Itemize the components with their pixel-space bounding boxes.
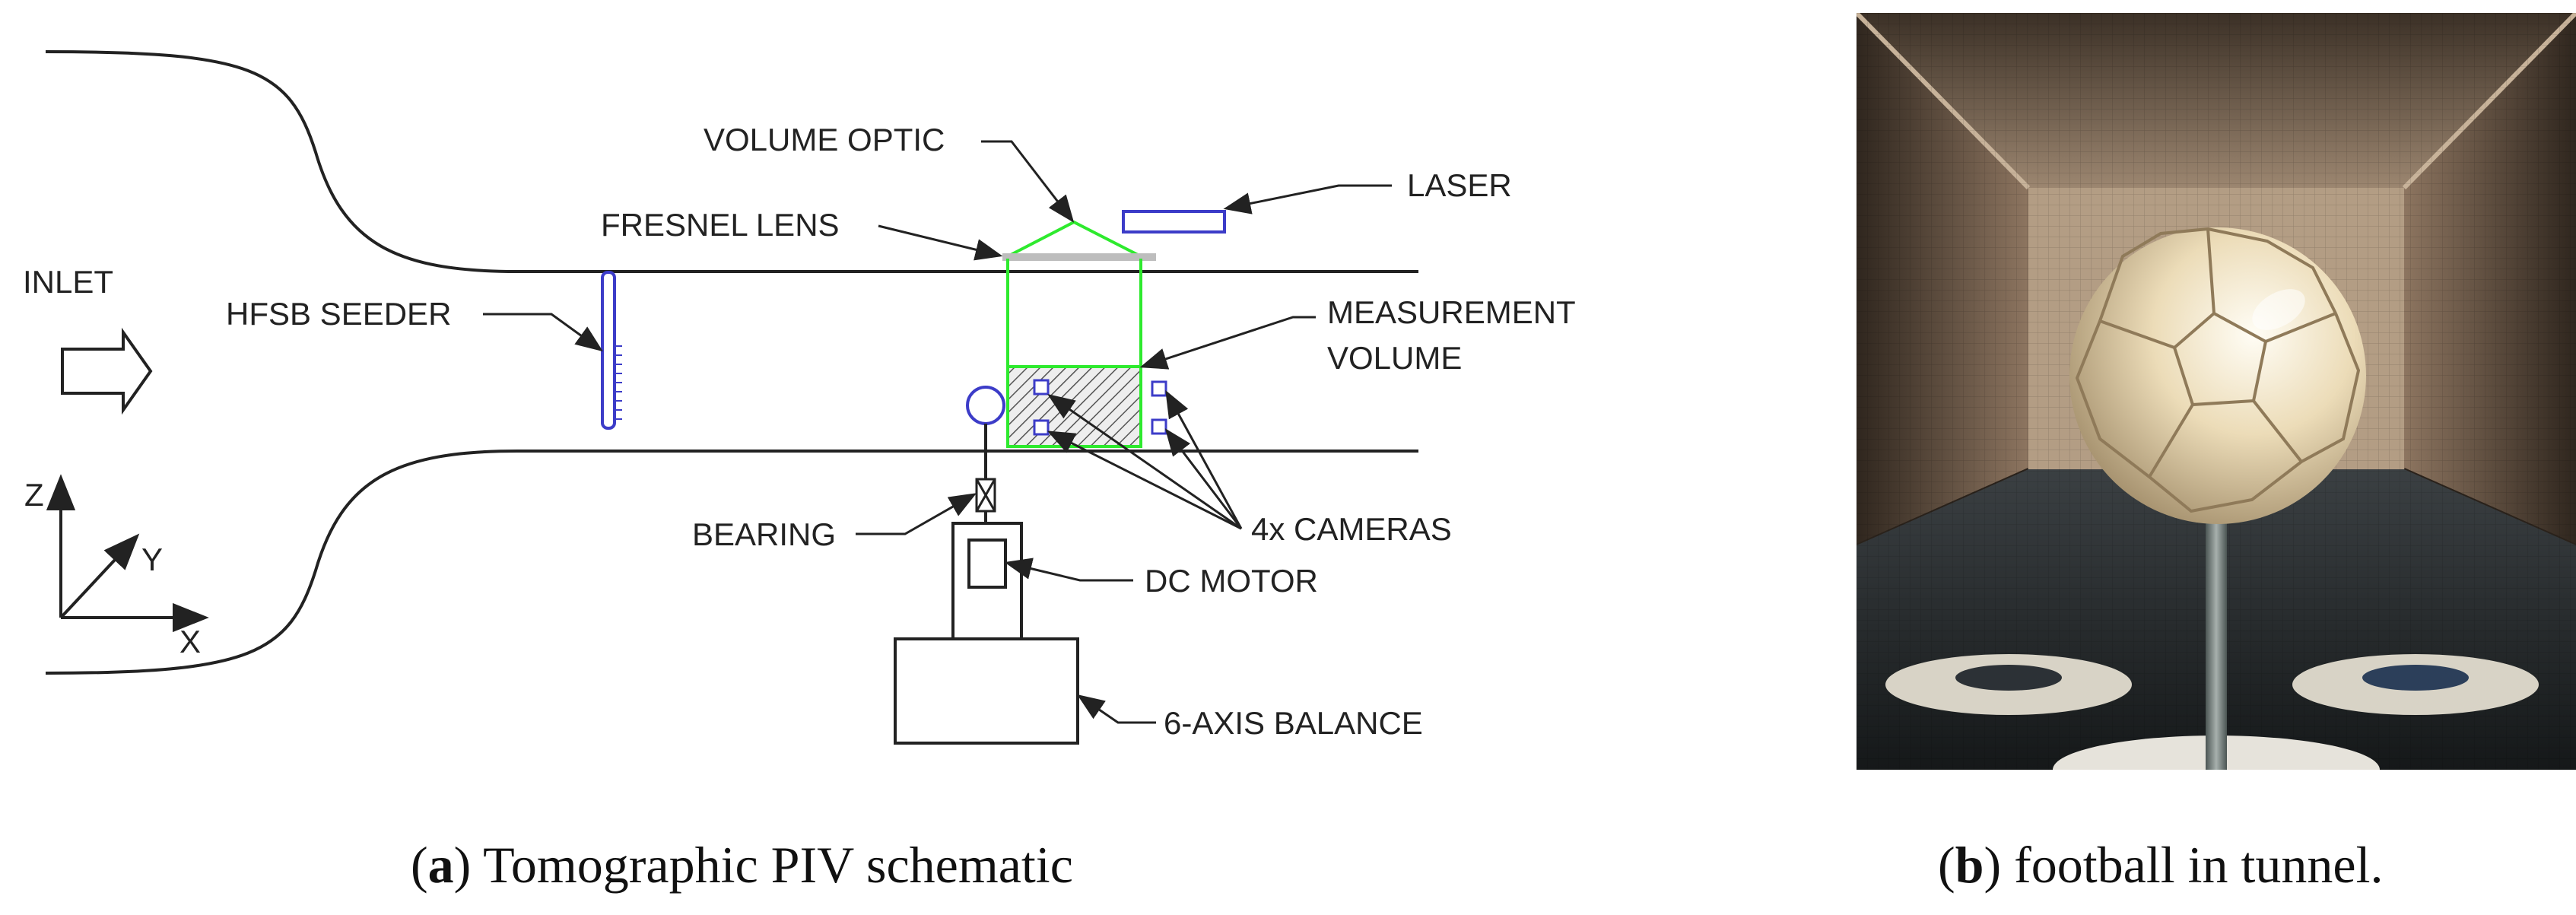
volume-optic-label: VOLUME OPTIC — [704, 122, 945, 157]
hfsb-seeder — [601, 271, 616, 430]
seeder-nozzles-icon — [615, 345, 622, 420]
axis-x-label: X — [179, 624, 201, 659]
axis-y-label: Y — [141, 542, 163, 577]
dc-motor-label: DC MOTOR — [1145, 563, 1318, 599]
laser-icon — [1122, 210, 1226, 234]
sting-pole — [2206, 511, 2227, 770]
laser-leader — [1223, 184, 1392, 214]
measurement-label-1: MEASUREMENT — [1327, 294, 1576, 330]
caption-a-letter: a — [427, 836, 454, 894]
fresnel-lens-label: FRESNEL LENS — [601, 207, 840, 243]
piv-schematic: INLET HFSB SEEDER VOLUME OP — [23, 50, 1576, 745]
bearing-label: BEARING — [692, 516, 836, 552]
measurement-leader — [1139, 316, 1316, 370]
football-icon — [2069, 227, 2366, 524]
ball-icon — [966, 386, 1005, 425]
balance-label: 6-AXIS BALANCE — [1164, 705, 1423, 741]
football-tunnel-photo — [1857, 13, 2576, 770]
measurement-label-2: VOLUME — [1327, 340, 1462, 376]
caption-b-text: football in tunnel. — [2014, 836, 2384, 894]
volume-optic-leader — [981, 140, 1075, 223]
cameras-leaders — [1047, 389, 1243, 530]
hfsb-leader — [483, 313, 603, 352]
laser-label: LASER — [1407, 167, 1512, 203]
camera-icon — [1033, 379, 1050, 396]
inlet-label: INLET — [23, 264, 113, 300]
fresnel-leader — [878, 224, 1003, 261]
hfsb-seeder-label: HFSB SEEDER — [226, 296, 451, 332]
caption-a-text: Tomographic PIV schematic — [483, 836, 1073, 894]
bearing-leader — [856, 493, 977, 535]
axis-z-label: Z — [24, 477, 44, 513]
caption-b: (b) football in tunnel. — [1938, 836, 2384, 894]
coordinate-axes-icon — [46, 474, 209, 633]
dc-motor-leader — [1004, 558, 1133, 582]
cameras-label: 4x CAMERAS — [1251, 511, 1452, 547]
camera-icon — [1151, 380, 1167, 397]
caption-a: (a) Tomographic PIV schematic — [411, 836, 1073, 894]
measurement-volume — [1006, 365, 1142, 448]
balance-box — [894, 637, 1079, 745]
tunnel-upper-wall — [45, 50, 1418, 273]
balance-leader — [1077, 694, 1156, 724]
camera-icon — [1033, 419, 1050, 436]
dc-motor-icon — [967, 539, 1007, 589]
volume-optic — [1007, 220, 1142, 258]
inlet-arrow-icon — [61, 327, 153, 415]
tunnel-lower-wall — [45, 450, 1418, 675]
camera-icon — [1151, 418, 1167, 435]
caption-b-letter: b — [1955, 836, 1984, 894]
